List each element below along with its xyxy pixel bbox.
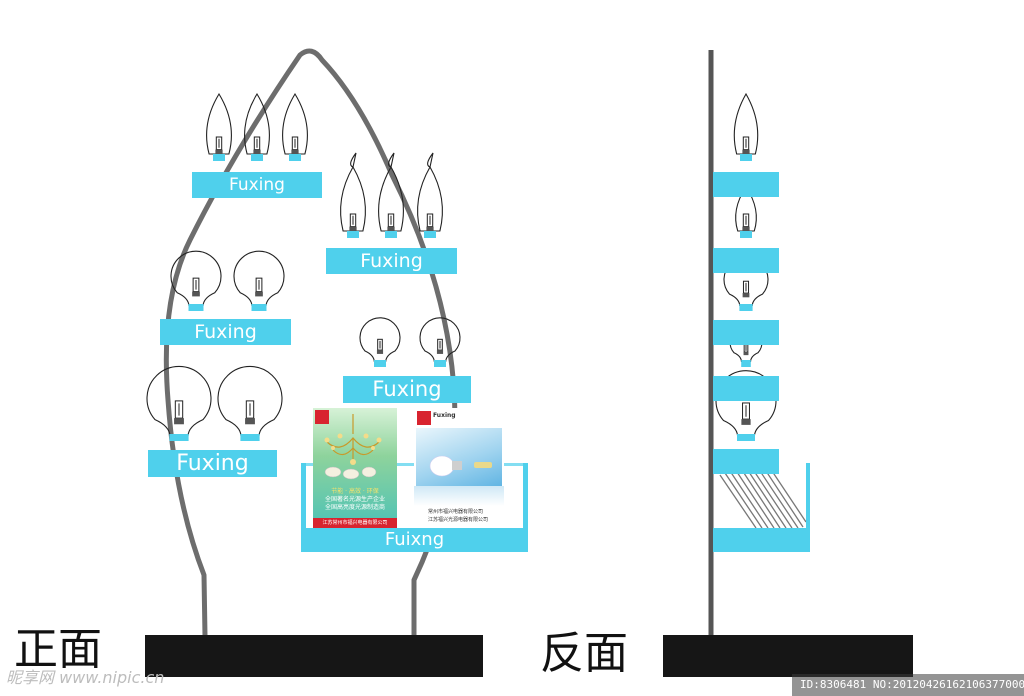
- back-shelf-1: [713, 172, 779, 197]
- globe-bulb: [170, 250, 222, 311]
- back-base: [663, 635, 913, 677]
- site-watermark: 昵享网 www.nipic.cn: [6, 668, 165, 687]
- brochure-footer: 江苏常州市福兴电器有限公司: [313, 518, 397, 528]
- tray-right-wall: [523, 463, 528, 531]
- brochure-line: 节能 · 高效 · 环保: [331, 488, 379, 495]
- candle-bulb: [733, 92, 759, 161]
- brochure-footer-1: 常州市福兴电器有限公司: [428, 509, 484, 515]
- back-shelf-5: [713, 449, 779, 474]
- front-frame: [163, 48, 458, 637]
- candle-bulb: [282, 92, 308, 161]
- tray-bottom: Fuixng: [301, 528, 528, 552]
- brochure-bulb: Fuxing 常州市福兴电器有限公司 江苏福兴光源电器有限公司: [414, 408, 504, 528]
- brochure-line: 全国高亮度光源制造商: [324, 504, 385, 511]
- brochure-brand-box: [315, 410, 329, 424]
- brochure-text-lines: 节能 · 高效 · 环保 全国著名光源生产企业 全国高亮度光源制造商: [316, 488, 394, 512]
- tray-label: Fuixng: [384, 529, 445, 550]
- flame-candle-bulb: [340, 152, 366, 238]
- shelf-label: Fuxing: [360, 250, 423, 272]
- candle-bulb: [206, 92, 232, 161]
- shelf-label: Fuxing: [194, 321, 257, 343]
- back-shelf-3: [713, 320, 779, 345]
- globe-bulb: [146, 365, 212, 441]
- back-tray-bottom: [713, 528, 810, 552]
- front-shelf-4: Fuxing: [343, 376, 471, 403]
- front-shelf-1: Fuxing: [192, 172, 322, 198]
- brochure-brand: Fuxing: [433, 412, 456, 419]
- brochure-footer-2: 江苏福兴光源电器有限公司: [428, 517, 489, 523]
- back-shelf-4: [713, 376, 779, 401]
- back-brochure-stack: [719, 464, 807, 529]
- chandelier-icon: [324, 414, 382, 465]
- brochure-line: 全国著名光源生产企业: [324, 496, 385, 503]
- front-shelf-2: Fuxing: [326, 248, 457, 274]
- candle-bulbs-icon: [324, 466, 377, 480]
- front-view-label: 正面: [14, 624, 102, 675]
- brochure-brand-box: [417, 411, 431, 425]
- back-tray-wall: [806, 463, 810, 531]
- tray-left-wall: [301, 463, 306, 531]
- flame-candle-bulb: [417, 152, 443, 238]
- globe-bulb: [419, 317, 461, 367]
- brochure-wave: [414, 486, 504, 506]
- candle-bulb: [735, 186, 757, 238]
- back-view-label: 反面: [540, 628, 628, 679]
- candle-bulb: [244, 92, 270, 161]
- front-shelf-3: Fuxing: [160, 319, 291, 345]
- globe-bulb: [233, 250, 285, 311]
- globe-bulb: [715, 370, 777, 441]
- image-id-bar: ID:8306481 NO:20120426162106377000: [792, 674, 1024, 696]
- globe-bulb: [217, 365, 283, 441]
- front-shelf-5: Fuxing: [148, 450, 277, 477]
- back-shelf-2: [713, 248, 779, 273]
- bulb-photo-icon: [429, 455, 492, 477]
- shelf-label: Fuxing: [372, 377, 442, 401]
- shelf-label: Fuxing: [229, 175, 285, 195]
- front-base: [145, 635, 483, 677]
- brochure-photo: [416, 428, 502, 490]
- globe-bulb: [359, 317, 401, 367]
- flame-candle-bulb: [378, 152, 404, 238]
- brochure-chandelier: 节能 · 高效 · 环保 全国著名光源生产企业 全国高亮度光源制造商 江苏常州市…: [313, 408, 397, 528]
- bulb-group: [146, 92, 777, 441]
- shelf-label: Fuxing: [176, 451, 249, 476]
